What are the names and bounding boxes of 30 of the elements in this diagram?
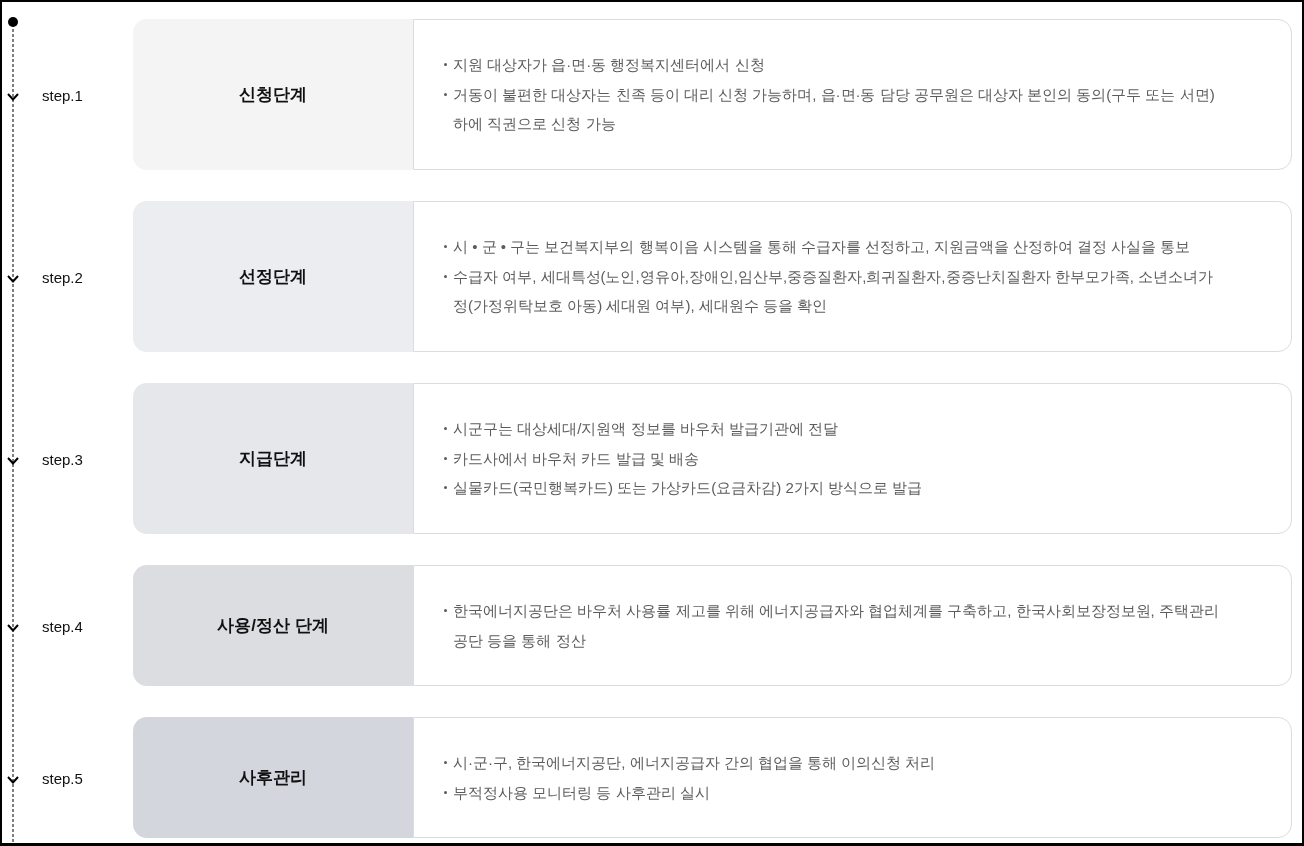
bullet-text: 시군구는 대상세대/지원액 정보를 바우처 발급기관에 전달 xyxy=(453,419,839,440)
bullet-text: 거동이 불편한 대상자는 친족 등이 대리 신청 가능하며, 읍·면·동 담당 공무원은 대상자 본인의 동의(구두 또는 서면) 하에 직권으로 신청 가능 xyxy=(453,84,1216,135)
description-panel xyxy=(413,201,1292,352)
step-title: 선정단계 xyxy=(239,266,307,288)
bullet-text: 실물카드(국민행복카드) 또는 가상카드(요금차감) 2가지 방식으로 발급 xyxy=(453,478,924,499)
step-label: step.2 xyxy=(42,268,83,287)
bullet-text: 카드사에서 바우처 카드 발급 및 배송 xyxy=(453,448,700,469)
step-label: step.3 xyxy=(42,450,83,469)
step-label: step.1 xyxy=(42,86,83,105)
description-panel xyxy=(413,19,1292,170)
step-label: step.5 xyxy=(42,769,83,788)
description-panel xyxy=(413,565,1292,686)
step-panel xyxy=(133,717,413,838)
description-panel xyxy=(413,717,1292,838)
bullet-text: 부적정사용 모니터링 등 사후관리 실시 xyxy=(453,782,711,803)
step-panel xyxy=(133,383,413,534)
step-panel xyxy=(133,201,413,352)
step-title: 지급단계 xyxy=(239,448,307,470)
step-title: 신청단계 xyxy=(239,84,307,106)
step-title: 사용/정산 단계 xyxy=(217,615,329,637)
description-panel xyxy=(413,383,1292,534)
bullet-text: 시·군·구, 한국에너지공단, 에너지공급자 간의 협업을 통해 이의신청 처리 xyxy=(453,753,937,773)
step-label: step.4 xyxy=(42,617,83,636)
step-panel xyxy=(133,565,413,686)
bullet-text: 시 • 군 • 구는 보건복지부의 행복이음 시스템을 통해 수급자를 선정하고, 지원금액을 산정하여 결정 사실을 통보 xyxy=(453,237,1192,258)
step-title: 사후관리 xyxy=(239,767,307,789)
bullet-text: 한국에너지공단은 바우처 사용률 제고를 위해 에너지공급자와 협업체계를 구축하고, 한국사회보장정보원, 주택관리공단 등을 통해 정산 xyxy=(453,601,1220,651)
bullet-text: 지원 대상자가 읍·면·동 행정복지센터에서 신청 xyxy=(453,55,766,76)
step-panel xyxy=(133,19,413,170)
bullet-text: 수급자 여부, 세대특성(노인,영유아,장애인,임산부,중증질환자,희귀질환자,중증난치질환자 한부모가족, 소년소녀가정(가정위탁보호 아동) 세대원 여부), 세대원수 등을 확인 xyxy=(453,266,1214,317)
